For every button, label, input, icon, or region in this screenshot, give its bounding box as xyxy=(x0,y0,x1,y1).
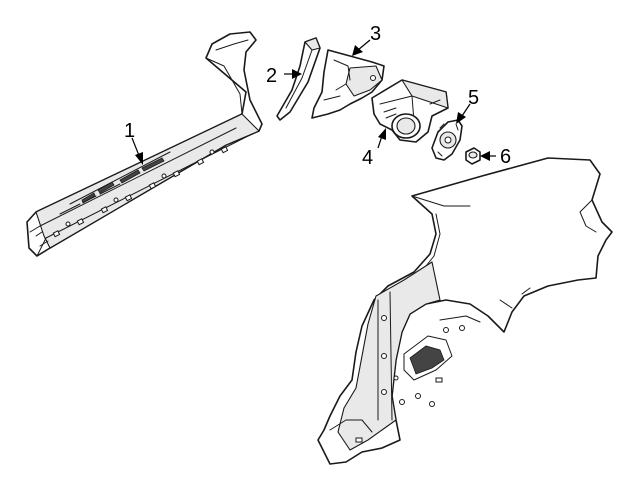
arrowhead-6 xyxy=(480,151,490,161)
leader-lines xyxy=(131,39,496,165)
arrowhead-4 xyxy=(378,128,386,140)
arrowhead-5 xyxy=(456,112,466,124)
callout-labels: 1 2 3 4 5 6 xyxy=(124,23,511,169)
part-quarter-panel xyxy=(317,157,613,465)
callout-4: 4 xyxy=(362,147,373,169)
part-cap-plate xyxy=(431,119,463,161)
arrowhead-2 xyxy=(292,69,302,79)
leader-3 xyxy=(357,39,371,51)
leader-5 xyxy=(461,103,471,117)
arrowhead-1 xyxy=(135,152,143,165)
part-grommet xyxy=(465,147,481,165)
arrowhead-3 xyxy=(352,45,363,56)
part-housing xyxy=(371,79,449,143)
callout-2: 2 xyxy=(266,65,277,87)
part-bracket xyxy=(276,37,321,121)
part-rocker-panel xyxy=(26,31,263,257)
callout-1: 1 xyxy=(124,120,135,142)
part-filler-panel xyxy=(311,49,385,119)
callout-3: 3 xyxy=(370,23,381,45)
callout-5: 5 xyxy=(468,87,479,109)
callout-6: 6 xyxy=(500,146,511,168)
